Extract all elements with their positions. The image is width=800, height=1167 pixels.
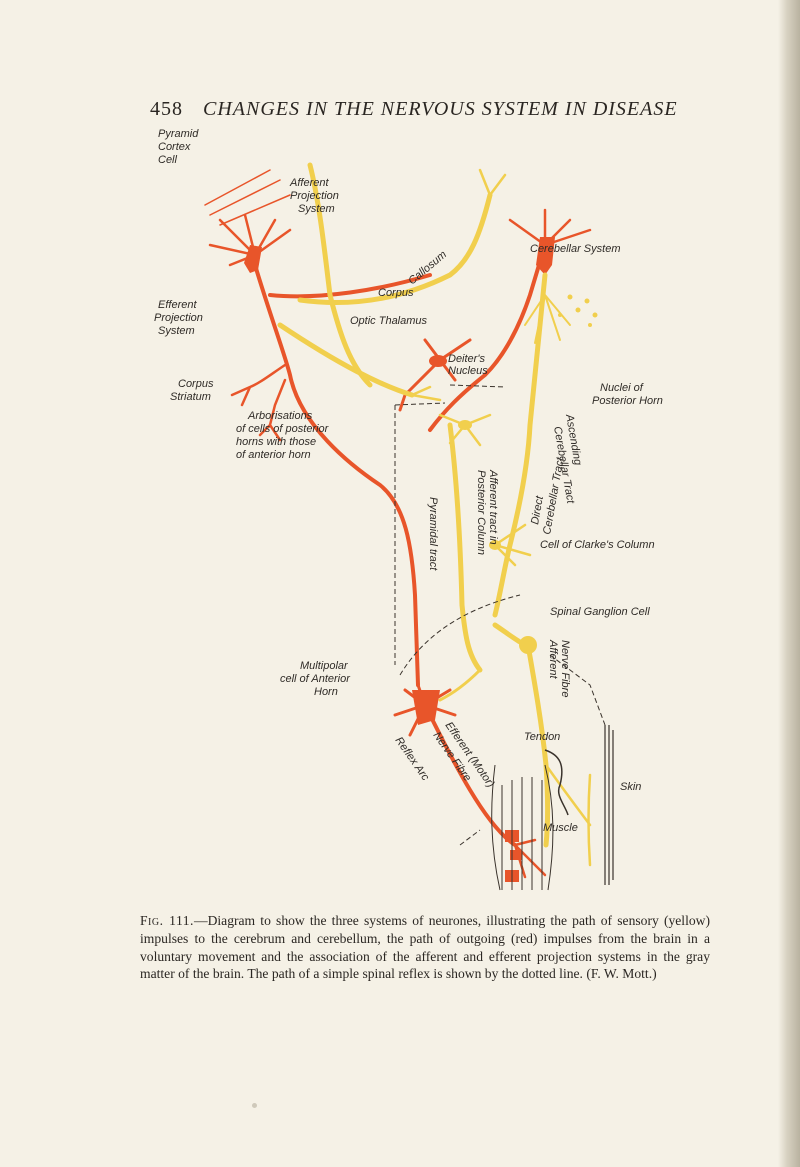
label-arborisations-1: Arborisations: [247, 410, 313, 422]
label-corpus-callosum-1: Corpus: [378, 287, 414, 299]
label-nuclei-posterior-horn-1: Nuclei of: [600, 382, 644, 394]
label-muscle: Muscle: [543, 822, 578, 834]
muscle-block: [491, 749, 569, 891]
label-clarkes-column: Cell of Clarke's Column: [540, 539, 655, 551]
label-multipolar-3: Horn: [314, 686, 338, 698]
label-afferent-nerve-1: Afferent: [547, 639, 559, 679]
label-cerebellar-system: Cerebellar System: [530, 243, 620, 255]
label-corpus-striatum-2: Striatum: [170, 391, 211, 403]
label-afferent-tract-2: Posterior Column: [475, 470, 487, 555]
label-afferent-nerve-2: Nerve Fibre: [559, 640, 571, 697]
label-optic-thalamus: Optic Thalamus: [350, 315, 428, 327]
label-reflex-arc: Reflex Arc: [393, 735, 432, 784]
label-arborisations-3: horns with those: [236, 436, 316, 448]
label-efferent-projection-1: Efferent: [158, 299, 197, 311]
label-pyramid-cortex-3: Cell: [158, 154, 178, 166]
figure-caption: Fig. 111.—Diagram to show the three syst…: [140, 912, 710, 983]
label-direct-cerebellar-1: Direct: [529, 494, 546, 525]
page-speck: [252, 1103, 257, 1108]
label-efferent-projection-3: System: [158, 325, 195, 337]
label-afferent-tract-1: Afferent tract in: [487, 469, 499, 545]
label-efferent-projection-2: Projection: [154, 312, 203, 324]
label-deiters-2: Nucleus: [448, 365, 488, 377]
diagram-canvas: Pyramid Cortex Cell Afferent Projection …: [154, 128, 663, 891]
label-afferent-projection-3: System: [298, 203, 335, 215]
neurone-systems-diagram: Pyramid Cortex Cell Afferent Projection …: [150, 125, 710, 905]
label-arborisations-2: of cells of posterior: [236, 423, 330, 435]
label-direct-cerebellar-2: Cerebellar Tract: [541, 456, 567, 536]
figure-number: Fig. 111.: [140, 913, 194, 928]
caption-text: —Diagram to show the three systems of ne…: [140, 913, 710, 982]
label-multipolar-1: Multipolar: [300, 660, 349, 672]
afferent-pathways: [277, 162, 592, 867]
afferent-cell-bodies: [458, 294, 598, 654]
label-afferent-projection-1: Afferent: [289, 177, 329, 189]
label-pyramid-cortex-2: Cortex: [158, 141, 191, 153]
label-afferent-projection-2: Projection: [290, 190, 339, 202]
label-pyramidal-tract: Pyramidal tract: [427, 497, 439, 571]
reflex-dotted-lines: [394, 384, 606, 846]
label-spinal-ganglion: Spinal Ganglion Cell: [550, 606, 650, 618]
label-corpus-striatum-1: Corpus: [178, 378, 214, 390]
running-head: 458 CHANGES IN THE NERVOUS SYSTEM IN DIS…: [150, 98, 710, 121]
skin-strip: [604, 725, 614, 885]
page-number: 458: [150, 98, 183, 120]
efferent-cell-bodies: [244, 237, 555, 882]
running-title: CHANGES IN THE NERVOUS SYSTEM IN DISEASE: [203, 98, 678, 120]
label-deiters-1: Deiter's: [448, 353, 485, 365]
label-nuclei-posterior-horn-2: Posterior Horn: [592, 395, 663, 407]
label-multipolar-2: cell of Anterior: [280, 673, 351, 685]
label-arborisations-4: of anterior horn: [236, 449, 311, 461]
page-edge-shadow: [778, 0, 800, 1167]
label-pyramid-cortex-1: Pyramid: [158, 128, 199, 140]
label-corpus-callosum-2: Callosum: [406, 249, 449, 288]
diagram-labels: Pyramid Cortex Cell Afferent Projection …: [154, 128, 663, 834]
label-skin: Skin: [620, 781, 641, 793]
label-tendon: Tendon: [524, 731, 560, 743]
